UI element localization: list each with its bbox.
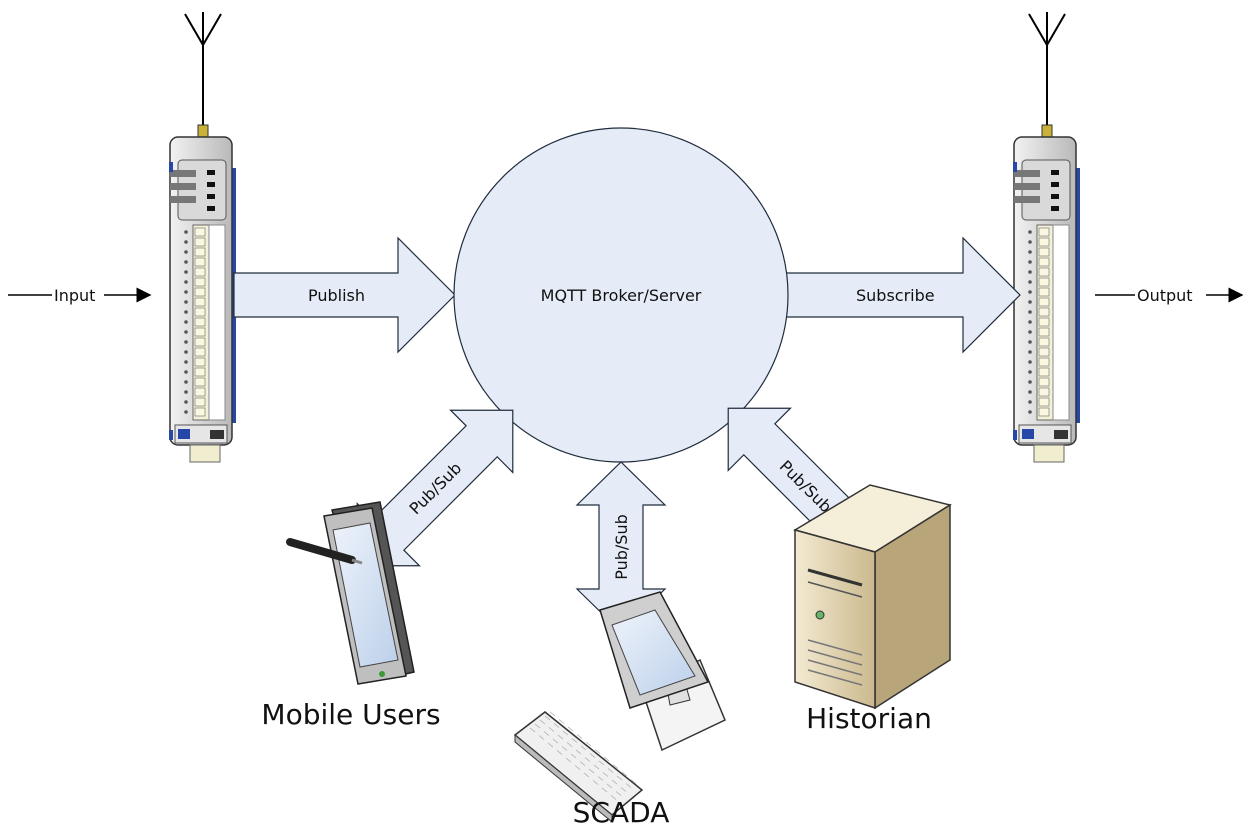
- pubsub-arrow-scada: Pub/Sub: [575, 461, 667, 633]
- antenna-icon: [1028, 12, 1066, 125]
- publish-label: Publish: [308, 286, 365, 305]
- subscribe-arrow: [784, 236, 1021, 354]
- publish-arrow: [233, 236, 456, 354]
- rtu-device-left: [169, 12, 236, 463]
- broker-label: MQTT Broker/Server: [541, 286, 702, 305]
- monitor-icon: [599, 591, 726, 752]
- subscribe-label: Subscribe: [856, 286, 935, 305]
- server-icon: [793, 484, 952, 710]
- historian-label: Historian: [806, 702, 932, 735]
- output-label: Output: [1137, 286, 1193, 305]
- input-label: Input: [54, 286, 95, 305]
- antenna-icon: [184, 12, 222, 125]
- rtu-device-right: [1013, 12, 1080, 463]
- scada-label: SCADA: [573, 796, 670, 829]
- mobile-users-label: Mobile Users: [261, 698, 440, 731]
- output-line: Output: [1095, 286, 1244, 305]
- stylus-icon: [286, 538, 363, 565]
- input-line: Input: [8, 286, 152, 305]
- pubsub-label-scada: Pub/Sub: [612, 514, 631, 580]
- keyboard-icon: [513, 711, 644, 824]
